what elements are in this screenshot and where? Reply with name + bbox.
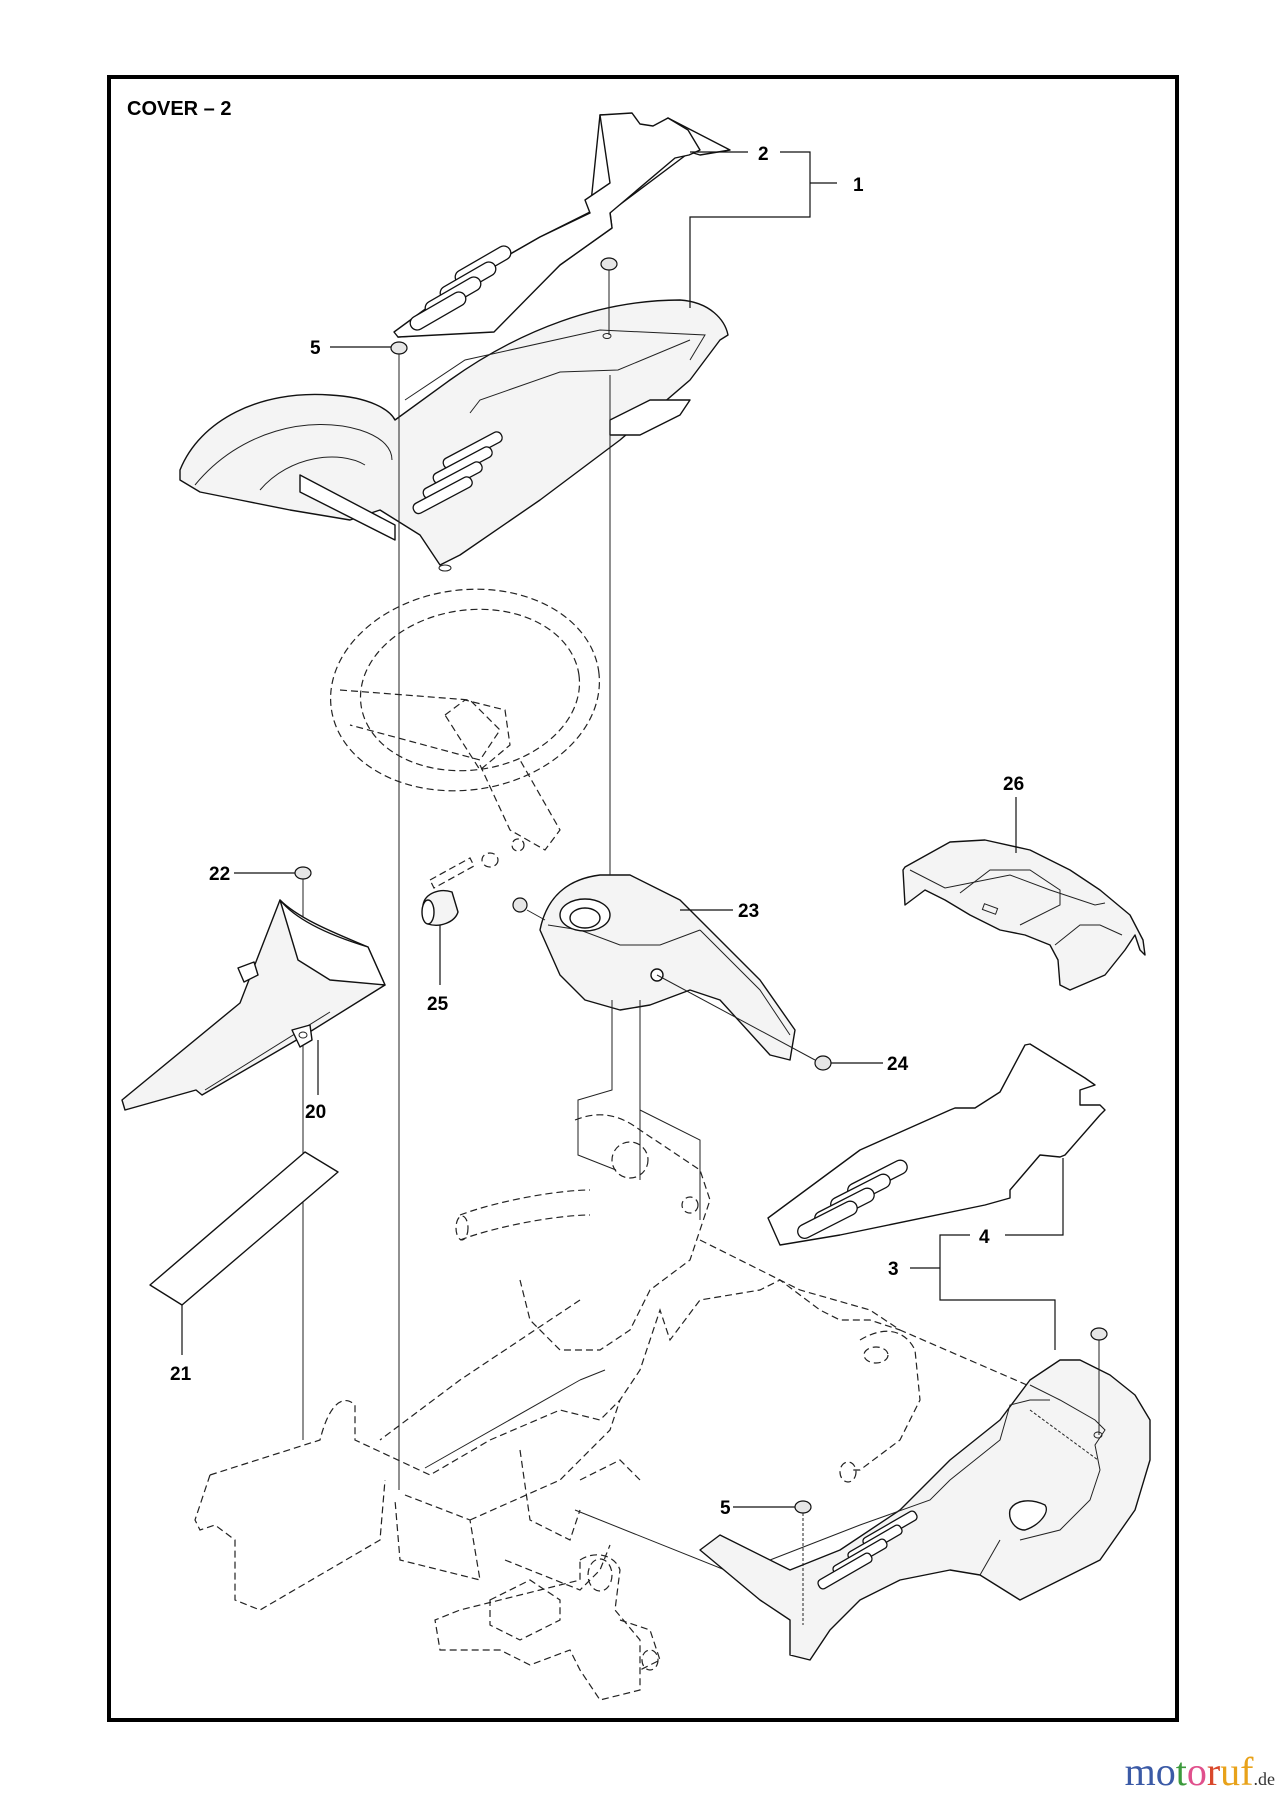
part-2-floor-mat-upper[interactable]: [393, 112, 731, 338]
leader-3-bracket: [939, 1234, 1056, 1350]
leader-1-bracket: [689, 151, 811, 308]
washer-23[interactable]: [512, 897, 546, 921]
steering-bolt-reference: [429, 838, 525, 889]
callout-26: 26: [1003, 774, 1024, 795]
callout-24: 24: [887, 1054, 909, 1075]
column-alignment-lines: [577, 375, 701, 1220]
callout-21: 21: [170, 1364, 192, 1385]
part-25-cap[interactable]: [421, 889, 459, 985]
watermark-letter: f: [1240, 1749, 1254, 1794]
watermark-letter: u: [1220, 1749, 1240, 1794]
callout-5-upper: 5: [310, 338, 321, 359]
part-1-front-cover-left[interactable]: [179, 299, 729, 572]
watermark-letter: o: [1187, 1749, 1207, 1794]
part-3-front-cover-right[interactable]: [699, 1359, 1151, 1661]
leader-4: [1005, 1158, 1064, 1236]
watermark-letter: r: [1207, 1749, 1220, 1794]
part-23-column-cover[interactable]: [539, 874, 796, 1061]
screw-upper-right[interactable]: [600, 257, 618, 335]
watermark-logo: motoruf.de: [1125, 1749, 1275, 1794]
screw-5-lower[interactable]: [733, 1500, 812, 1625]
part-21-strip[interactable]: [149, 1151, 339, 1355]
diagram-title: COVER – 2: [127, 98, 231, 120]
watermark-letter: o: [1156, 1749, 1176, 1794]
watermark-letter: t: [1176, 1749, 1187, 1794]
callout-2: 2: [758, 144, 769, 165]
part-20-side-panel[interactable]: [121, 899, 386, 1111]
callout-22: 22: [209, 864, 230, 885]
callout-1: 1: [853, 175, 864, 196]
steering-wheel-reference: [329, 588, 601, 851]
screw-5-upper[interactable]: [390, 341, 408, 1490]
watermark-suffix: .de: [1254, 1769, 1276, 1789]
chassis-frame-reference: [194, 1114, 1051, 1701]
callout-20: 20: [305, 1102, 326, 1123]
callout-4: 4: [979, 1227, 990, 1248]
callout-23: 23: [738, 901, 759, 922]
part-4-floor-mat-lower[interactable]: [767, 1043, 1106, 1246]
callout-25: 25: [427, 994, 449, 1015]
screw-right[interactable]: [1090, 1327, 1108, 1435]
part-26-dash-cover[interactable]: [902, 797, 1146, 991]
callout-5-lower: 5: [720, 1498, 731, 1519]
watermark-letter: m: [1125, 1749, 1156, 1794]
callout-3: 3: [888, 1259, 899, 1280]
part-24-screw[interactable]: [656, 974, 883, 1071]
diagram-frame: [107, 75, 1179, 1722]
